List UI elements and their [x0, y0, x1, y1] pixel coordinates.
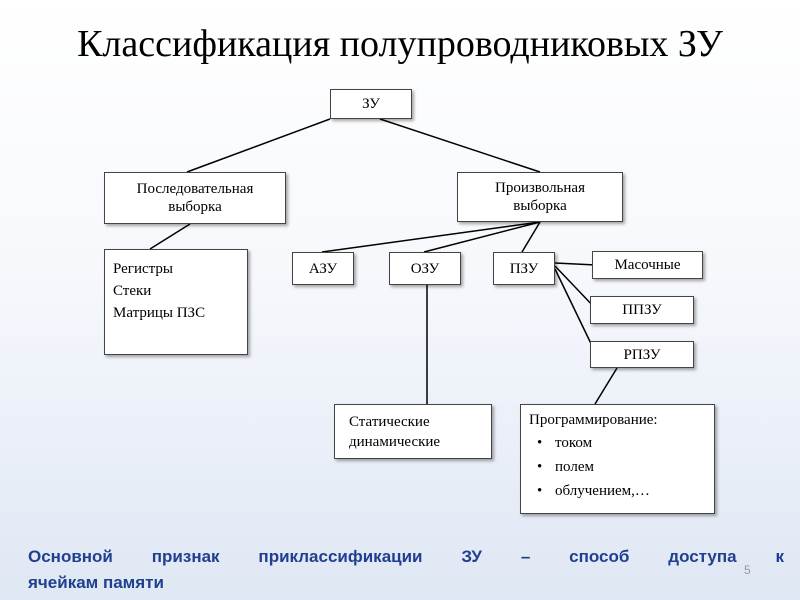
page-number: 5 [744, 563, 751, 577]
node-mask-rom: Масочные [592, 251, 703, 279]
line-pzu-mask [554, 262, 597, 266]
line-rpzu-programming [594, 367, 618, 405]
programming-list: током полем облучением,… [529, 431, 706, 503]
node-zu: ЗУ [330, 89, 412, 119]
line-pzu-rpzu [554, 268, 597, 355]
node-sequential-line2: выборка [168, 199, 222, 215]
ozu-type-dynamic: динамические [349, 434, 441, 450]
line-random-pzu [521, 221, 541, 253]
ozu-type-static: Статические [349, 414, 430, 430]
programming-item-current: током [537, 431, 706, 455]
node-pzu: ПЗУ [493, 252, 555, 285]
node-sequential-access: Последовательная выборка [104, 172, 286, 224]
line-pzu-ppzu [554, 265, 597, 310]
footer-line-2: ячейкам памяти [28, 573, 164, 592]
example-stacks: Стеки [113, 283, 152, 299]
node-ozu-types: Статические динамические [334, 404, 492, 459]
line-random-azu [321, 221, 541, 253]
line-root-random [379, 118, 541, 173]
node-random-line1: Произвольная [495, 180, 585, 196]
example-ccd-matrices: Матрицы ПЗС [113, 305, 206, 321]
programming-item-field: полем [537, 455, 706, 479]
node-ppzu: ППЗУ [590, 296, 694, 324]
node-programming: Программирование: током полем облучением… [520, 404, 715, 514]
node-sequential-examples: Регистры Стеки Матрицы ПЗС [104, 249, 248, 355]
node-random-access: Произвольная выборка [457, 172, 623, 222]
slide-title: Классификация полупроводниковых ЗУ [77, 23, 723, 65]
node-rpzu: РПЗУ [590, 341, 694, 368]
example-registers: Регистры [113, 261, 173, 277]
node-ozu: ОЗУ [389, 252, 461, 285]
footer-statement: Основной признак приклассификации ЗУ – с… [28, 544, 784, 596]
line-root-sequential [186, 118, 331, 173]
line-sequential-examples [149, 223, 191, 250]
line-random-ozu [423, 221, 541, 253]
footer-line-1: Основной признак приклассификации ЗУ – с… [28, 547, 784, 566]
node-azu: АЗУ [292, 252, 354, 285]
programming-heading: Программирование: [529, 412, 658, 428]
node-sequential-line1: Последовательная [136, 181, 254, 197]
programming-item-radiation: облучением,… [537, 479, 706, 503]
node-random-line2: выборка [513, 198, 567, 214]
